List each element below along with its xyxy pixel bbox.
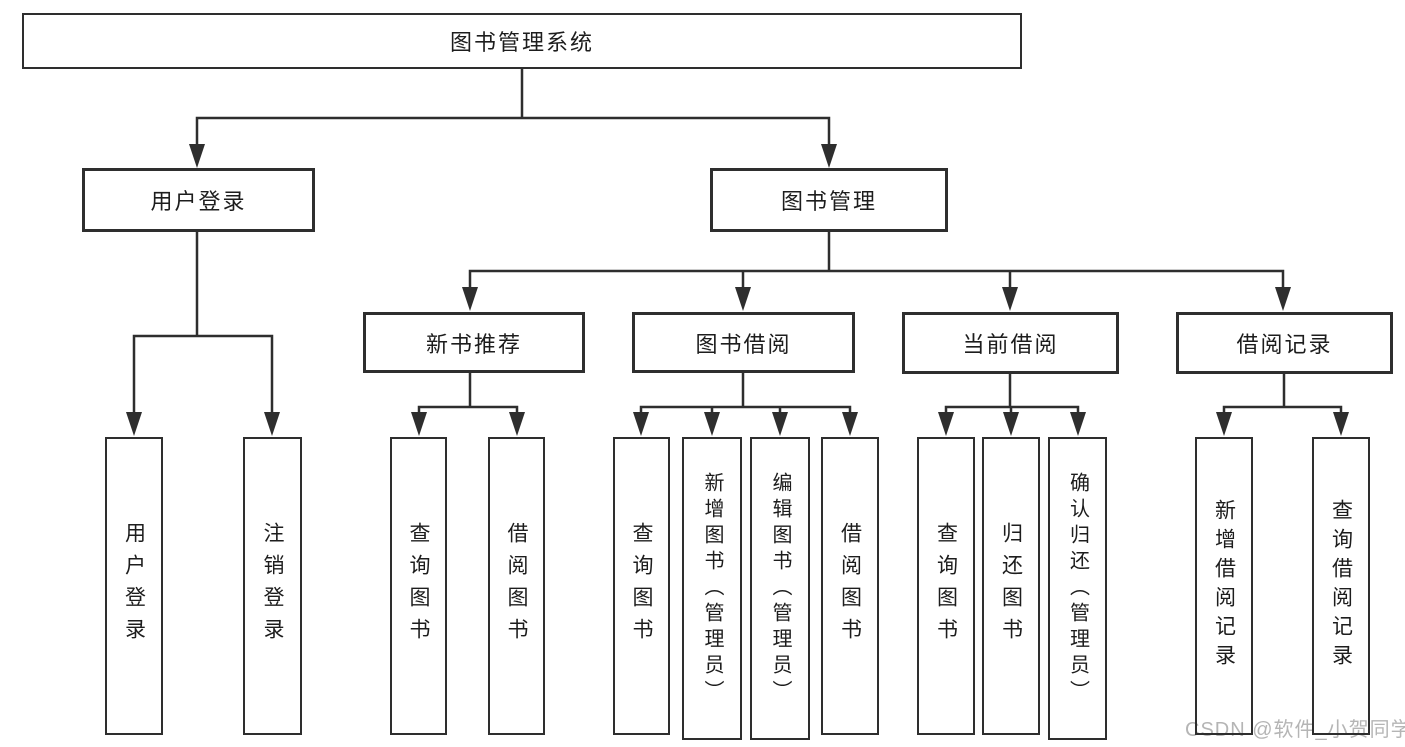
leaf-return-books: 归还图书 — [982, 437, 1040, 735]
node-current-borrow: 当前借阅 — [902, 312, 1119, 374]
node-book-management: 图书管理 — [710, 168, 948, 232]
leaf-user-login: 用户登录 — [105, 437, 163, 735]
leaf-borrow-books: 借阅图书 — [821, 437, 879, 735]
leaf-borrow-books-recommend: 借阅图书 — [488, 437, 545, 735]
node-borrow-records: 借阅记录 — [1176, 312, 1393, 374]
leaf-confirm-return-admin: 确认归还（管理员） — [1048, 437, 1107, 740]
leaf-query-books-current: 查询图书 — [917, 437, 975, 735]
node-new-book-recommend: 新书推荐 — [363, 312, 585, 373]
csdn-watermark: CSDN @软件_小贺同学 — [1185, 719, 1405, 741]
leaf-edit-books-admin: 编辑图书（管理员） — [750, 437, 810, 740]
leaf-add-borrow-record: 新增借阅记录 — [1195, 437, 1253, 735]
leaf-add-books-admin: 新增图书（管理员） — [682, 437, 742, 740]
node-book-borrow: 图书借阅 — [632, 312, 855, 373]
leaf-logout: 注销登录 — [243, 437, 302, 735]
leaf-query-books-recommend: 查询图书 — [390, 437, 447, 735]
node-root-system: 图书管理系统 — [22, 13, 1022, 69]
leaf-query-books-borrow: 查询图书 — [613, 437, 670, 735]
leaf-query-borrow-record: 查询借阅记录 — [1312, 437, 1370, 735]
node-user-login: 用户登录 — [82, 168, 315, 232]
